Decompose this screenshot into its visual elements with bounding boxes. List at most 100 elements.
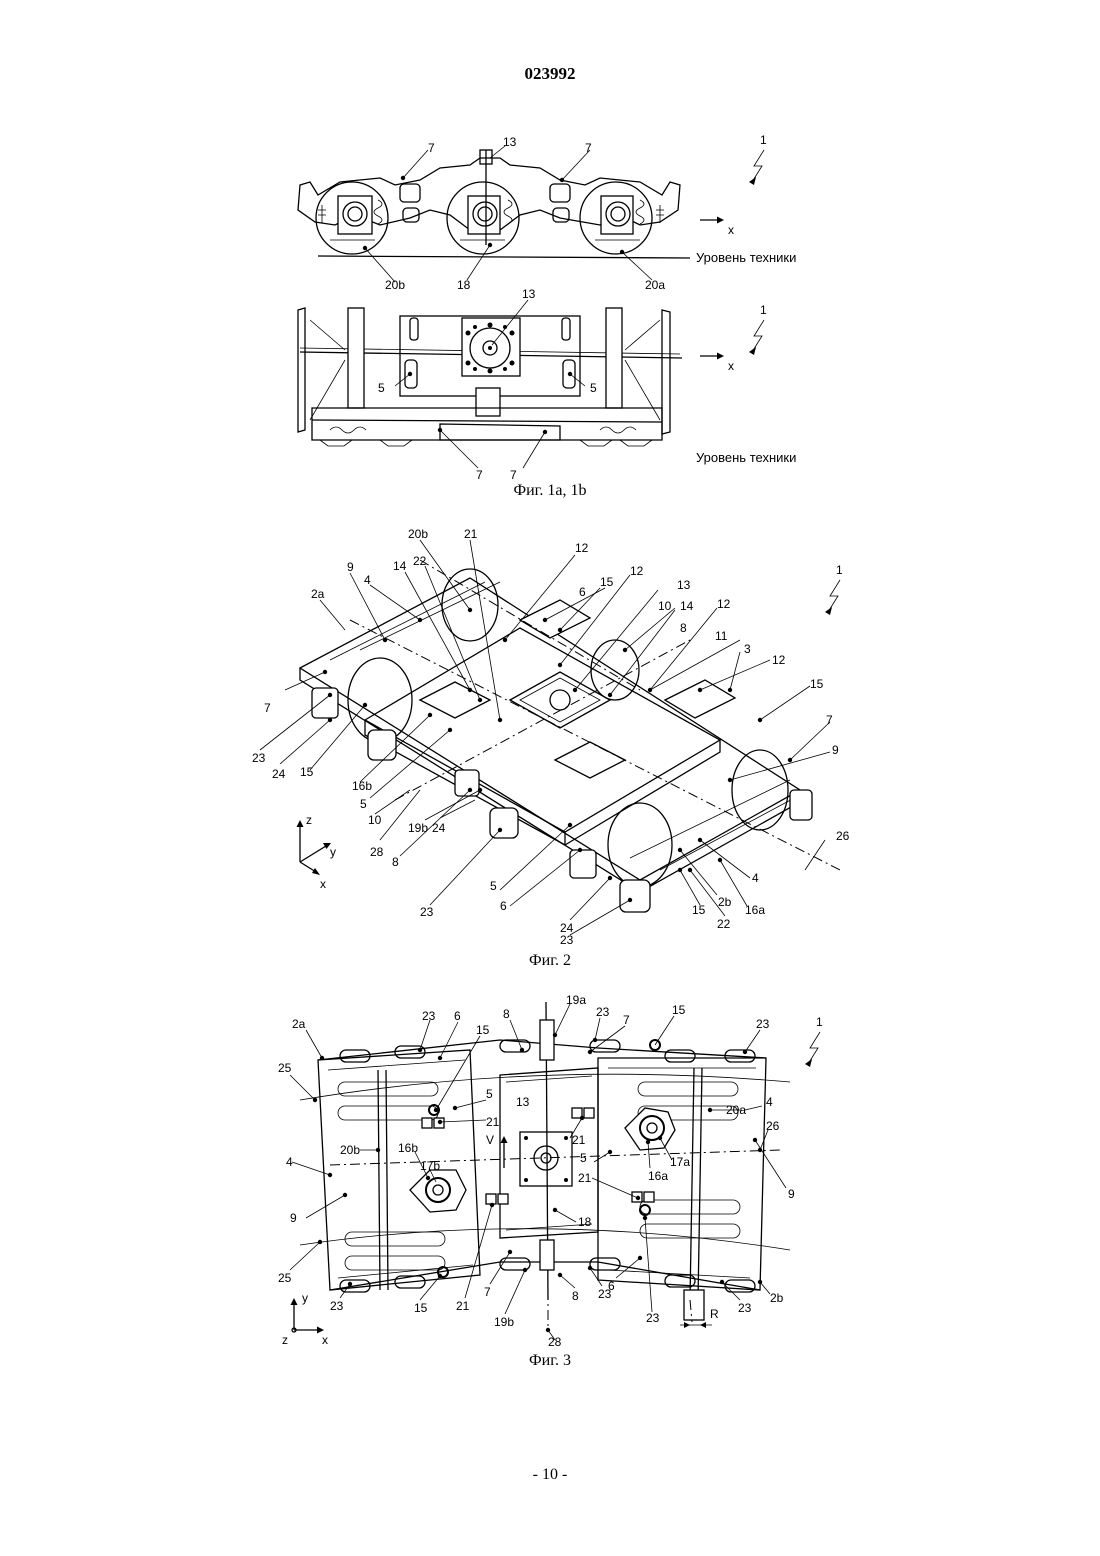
- label-13: 13: [503, 135, 517, 149]
- label-17b: 17b: [420, 1159, 440, 1173]
- figure-1-caption: Фиг. 1a, 1b: [0, 482, 1100, 500]
- label-1: 1: [760, 133, 767, 147]
- label-12: 12: [630, 564, 644, 578]
- label-15: 15: [672, 1003, 686, 1017]
- label-9: 9: [788, 1187, 795, 1201]
- axis-y: y: [302, 1291, 308, 1305]
- label-9: 9: [347, 560, 354, 574]
- label-5: 5: [378, 381, 385, 395]
- label-12: 12: [575, 541, 589, 555]
- label-26: 26: [766, 1119, 780, 1133]
- label-7: 7: [826, 713, 833, 727]
- label-3: 3: [744, 642, 751, 656]
- label-2b: 2b: [770, 1291, 784, 1305]
- label-7: 7: [623, 1013, 630, 1027]
- axis-x: x: [728, 359, 734, 373]
- label-19b: 19b: [494, 1315, 514, 1329]
- label-21: 21: [572, 1133, 586, 1147]
- label-5: 5: [360, 797, 367, 811]
- label-15: 15: [476, 1023, 490, 1037]
- label-28: 28: [548, 1335, 562, 1349]
- label-18: 18: [578, 1215, 592, 1229]
- label-11: 11: [715, 629, 728, 643]
- label-6: 6: [579, 585, 586, 599]
- axis-x: x: [728, 223, 734, 237]
- label-13: 13: [677, 578, 691, 592]
- label-21: 21: [464, 527, 478, 541]
- label-20b: 20b: [340, 1143, 360, 1157]
- label-4: 4: [364, 573, 371, 587]
- fig2-isometric-view: 20b 21 22 14 4 9 2a 12 6 15 12 13 10 14 …: [252, 527, 850, 947]
- label-15: 15: [810, 677, 824, 691]
- label-1: 1: [816, 1015, 823, 1029]
- figure-3: 2a 23 6 15 8 19a 23 7 15 23 1 25 5 21 13…: [0, 990, 1100, 1350]
- label-23: 23: [422, 1009, 436, 1023]
- label-8: 8: [392, 855, 399, 869]
- label-21: 21: [456, 1299, 470, 1313]
- label-6: 6: [500, 899, 507, 913]
- label-R: R: [710, 1307, 719, 1321]
- label-25: 25: [278, 1061, 292, 1075]
- page-number: - 10 -: [0, 1466, 1100, 1484]
- axis-x: x: [320, 877, 326, 891]
- document-number: 023992: [0, 64, 1100, 84]
- label-19a: 19a: [566, 993, 586, 1007]
- label-14: 14: [393, 559, 407, 573]
- label-10: 10: [368, 813, 382, 827]
- label-24: 24: [272, 767, 286, 781]
- figure-2-caption: Фиг. 2: [0, 952, 1100, 970]
- level-label: Уровень техники: [696, 450, 796, 465]
- label-16b: 16b: [398, 1141, 418, 1155]
- label-19b: 19b: [408, 821, 428, 835]
- axis-z: z: [306, 813, 312, 827]
- label-23: 23: [756, 1017, 770, 1031]
- label-23: 23: [646, 1311, 660, 1325]
- label-4: 4: [752, 871, 759, 885]
- label-7: 7: [264, 701, 271, 715]
- label-23: 23: [596, 1005, 610, 1019]
- label-13: 13: [516, 1095, 530, 1109]
- label-15: 15: [600, 575, 614, 589]
- label-9: 9: [290, 1211, 297, 1225]
- label-20a: 20a: [726, 1103, 746, 1117]
- label-1: 1: [836, 563, 843, 577]
- label-7: 7: [484, 1285, 491, 1299]
- label-6: 6: [454, 1009, 461, 1023]
- label-6: 6: [608, 1279, 615, 1293]
- label-8: 8: [572, 1289, 579, 1303]
- label-2a: 2a: [292, 1017, 306, 1031]
- label-10: 10: [658, 599, 672, 613]
- label-13: 13: [522, 287, 536, 301]
- label-17a: 17a: [670, 1155, 690, 1169]
- label-28: 28: [370, 845, 384, 859]
- label-5: 5: [580, 1151, 587, 1165]
- label-9: 9: [832, 743, 839, 757]
- label-5: 5: [490, 879, 497, 893]
- axis-z: z: [282, 1333, 288, 1347]
- label-15: 15: [300, 765, 314, 779]
- label-20b: 20b: [385, 278, 405, 292]
- label-7: 7: [510, 468, 517, 480]
- label-8: 8: [680, 621, 687, 635]
- label-1: 1: [760, 303, 767, 317]
- label-20a: 20a: [645, 278, 665, 292]
- label-20b: 20b: [408, 527, 428, 541]
- axis-x: x: [322, 1333, 328, 1347]
- label-23: 23: [738, 1301, 752, 1315]
- label-7: 7: [476, 468, 483, 480]
- label-18: 18: [457, 278, 471, 292]
- label-7: 7: [585, 141, 592, 155]
- label-24: 24: [432, 821, 446, 835]
- fig1b-plan-view: 13 5 5 7 7 1 x Уровень техники: [298, 287, 796, 480]
- label-5: 5: [486, 1087, 493, 1101]
- fig3-top-view: 2a 23 6 15 8 19a 23 7 15 23 1 25 5 21 13…: [278, 993, 823, 1349]
- label-23: 23: [420, 905, 434, 919]
- figure-2: 20b 21 22 14 4 9 2a 12 6 15 12 13 10 14 …: [0, 520, 1100, 950]
- label-2a: 2a: [311, 587, 325, 601]
- label-25: 25: [278, 1271, 292, 1285]
- label-21: 21: [486, 1115, 500, 1129]
- figure-1: 7 7 13 20b 18 20a 1 x Уровень техники: [0, 120, 1100, 480]
- label-4: 4: [766, 1095, 773, 1109]
- label-15: 15: [414, 1301, 428, 1315]
- label-5: 5: [590, 381, 597, 395]
